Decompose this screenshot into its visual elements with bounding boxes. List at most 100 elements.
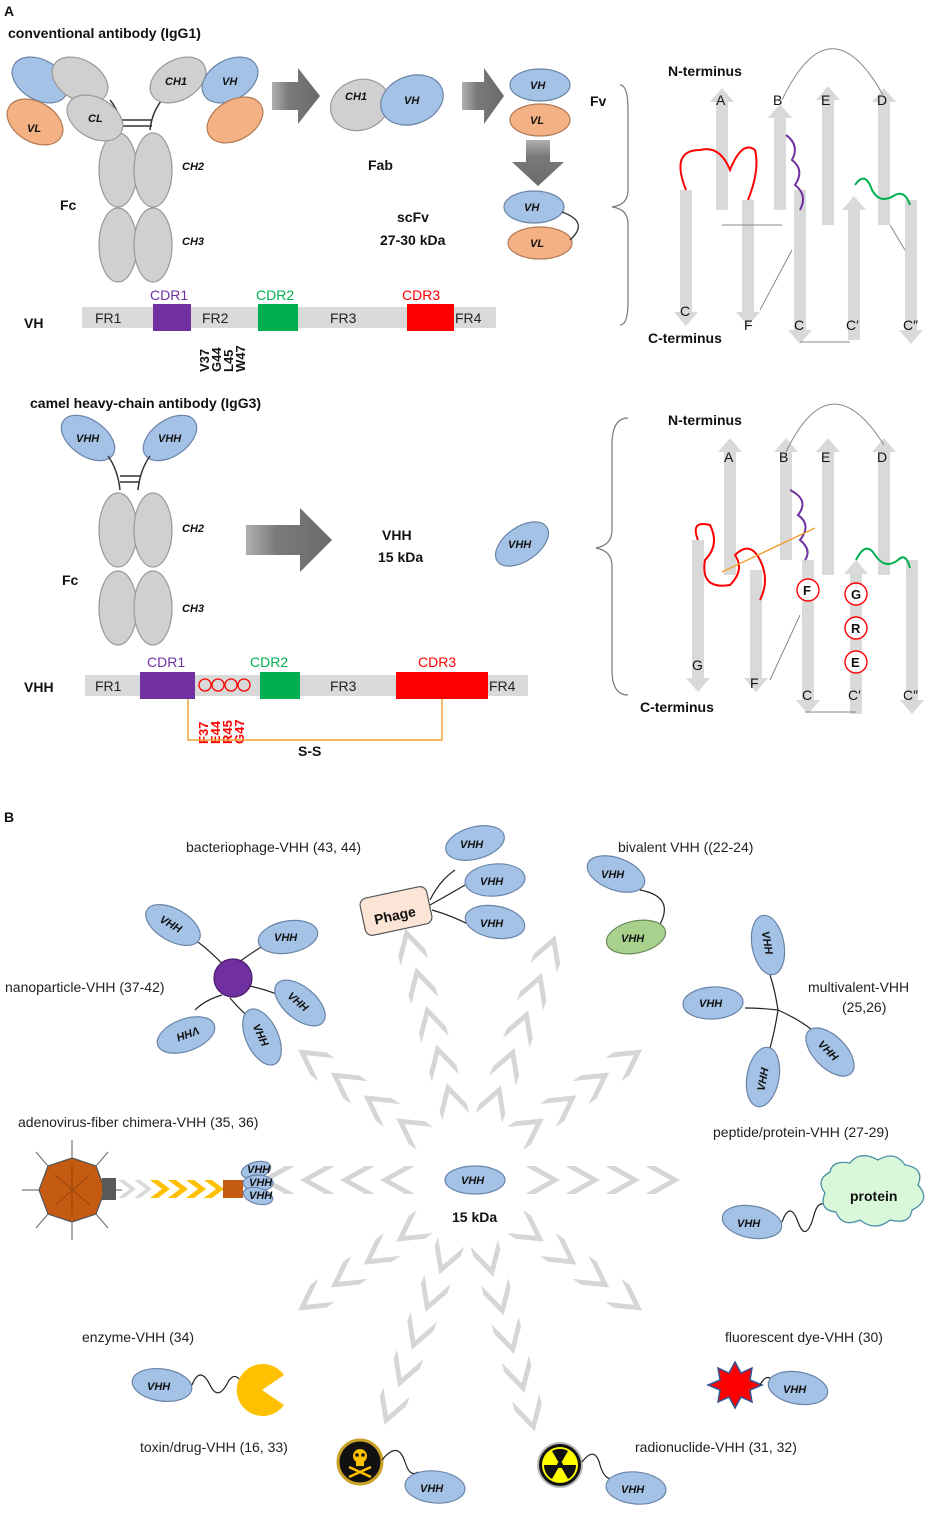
- topo-bottom-strand-a: A: [724, 449, 734, 465]
- ch3-label: CH3: [182, 236, 204, 248]
- arrow-fv-to-scfv: [512, 140, 564, 186]
- panel-a-letter: A: [4, 3, 14, 19]
- topo-bottom-cterm: C-terminus: [640, 699, 714, 715]
- adenovirus-label: adenovirus-fiber chimera-VHH (35, 36): [18, 1114, 258, 1130]
- topo-top-strand-c2: C: [794, 317, 804, 333]
- vhh-size-label: 15 kDa: [378, 549, 423, 565]
- fluorescent-label: fluorescent dye-VHH (30): [725, 1329, 883, 1345]
- peptide-label: peptide/protein-VHH (27-29): [713, 1124, 889, 1140]
- camel-ch2-label: CH2: [182, 523, 204, 535]
- camel-antibody-title: camel heavy-chain antibody (IgG3): [30, 395, 261, 411]
- conventional-antibody-title: conventional antibody (IgG1): [8, 25, 201, 41]
- vhh-cdr1: CDR1: [147, 654, 185, 670]
- multi-vhh-1: VHH: [759, 930, 775, 956]
- adenovirus-vhh: adenovirus-fiber chimera-VHH (35, 36) VH…: [18, 1114, 274, 1240]
- toxin-label: toxin/drug-VHH (16, 33): [140, 1439, 288, 1455]
- center-size-label: 15 kDa: [452, 1209, 497, 1225]
- topo-top-cterm: C-terminus: [648, 330, 722, 346]
- radiation-icon: [543, 1448, 577, 1479]
- vhh-cdr2: CDR2: [250, 654, 288, 670]
- marked-residue-r: R: [851, 621, 861, 636]
- ch2-label: CH2: [182, 161, 204, 173]
- vhh-residue-2: E44: [208, 720, 223, 744]
- enzyme-label: enzyme-VHH (34): [82, 1329, 194, 1345]
- multivalent-label-2: (25,26): [842, 999, 886, 1015]
- phage-vhh-2: VHH: [480, 876, 504, 888]
- enzyme-vhh: VHH: [147, 1381, 171, 1393]
- adeno-vhh-3: VHH: [249, 1190, 273, 1202]
- scfv-label: scFv: [397, 209, 429, 225]
- vh-fr1: FR1: [95, 310, 122, 326]
- radionuclide-vhh: VHH: [621, 1484, 645, 1496]
- topo-top-strand-c-dprime: C″: [903, 317, 918, 333]
- fv-label: Fv: [590, 93, 607, 109]
- disulfide-label: S-S: [298, 743, 321, 759]
- vh-cdr2: CDR2: [256, 287, 294, 303]
- skull-icon: [348, 1449, 372, 1479]
- topo-bottom-strand-d: D: [877, 449, 887, 465]
- vh-cdr3: CDR3: [402, 287, 440, 303]
- camel-vhh-left-label: VHH: [76, 433, 100, 445]
- fab-ch1-label: CH1: [345, 91, 367, 103]
- vhh-cdr3: CDR3: [418, 654, 456, 670]
- multi-vhh-2: VHH: [699, 998, 723, 1010]
- toxin-vhh: VHH: [420, 1483, 444, 1495]
- adeno-vhh-2: VHH: [249, 1177, 273, 1189]
- toxin-drug-vhh: toxin/drug-VHH (16, 33) VHH: [140, 1438, 466, 1504]
- arrow-fab-to-fv: [462, 68, 504, 124]
- enzyme-vhh: enzyme-VHH (34) VHH: [82, 1329, 284, 1416]
- vh-residue-4: W47: [233, 345, 248, 372]
- topo-bottom-nterm: N-terminus: [668, 412, 742, 428]
- multivalent-vhh: multivalent-VHH (25,26) VHH VHH VHH VHH: [682, 914, 909, 1108]
- fluorescent-vhh: VHH: [783, 1384, 807, 1396]
- multi-vhh-4: VHH: [756, 1066, 772, 1092]
- topo-top-strand-b: B: [773, 92, 782, 108]
- vh-sequence-bar: VH FR1 CDR1 FR2 CDR2 FR3 CDR3 FR4 V37 G4…: [24, 287, 496, 372]
- topo-bottom-strand-f: F: [750, 675, 759, 691]
- fab-vh-label: VH: [404, 95, 420, 107]
- scfv-fragment: VH VL scFv 27-30 kDa: [380, 190, 579, 260]
- vhh-fr3: FR3: [330, 678, 357, 694]
- topology-diagram-bottom: N-terminus C-terminus A B E D G F C C′: [595, 403, 924, 715]
- bivalent-vhh-2: VHH: [621, 933, 645, 945]
- bivalent-label: bivalent VHH ((22-24): [618, 839, 753, 855]
- chevron-rays: [260, 928, 680, 1432]
- topo-bottom-strand-c-dprime: C″: [903, 687, 918, 703]
- nanoparticle-label: nanoparticle-VHH (37-42): [5, 979, 165, 995]
- bacteriophage-vhh: bacteriophage-VHH (43, 44) Phage VHH VHH…: [186, 825, 526, 940]
- vh-bar-name: VH: [24, 315, 43, 331]
- arrow-igg-to-fab: [272, 68, 320, 124]
- scfv-size-label: 27-30 kDa: [380, 232, 446, 248]
- vhh-residue-4: G47: [232, 719, 247, 744]
- vhh-fr4: FR4: [489, 678, 516, 694]
- phage-vhh-1: VHH: [460, 839, 484, 851]
- center-vhh-label: VHH: [461, 1175, 485, 1187]
- vhh-bar-name: VHH: [24, 679, 54, 695]
- cl-label: CL: [88, 113, 103, 125]
- radionuclide-label: radionuclide-VHH (31, 32): [635, 1439, 797, 1455]
- camel-vhh-right-label: VHH: [158, 433, 182, 445]
- vhh-fragment: VHH 15 kDa VHH: [378, 521, 550, 567]
- marked-residue-e: E: [851, 655, 860, 670]
- center-vhh: VHH 15 kDa: [444, 1165, 506, 1225]
- camel-fc-label: Fc: [62, 572, 79, 588]
- topo-bottom-strand-c: C: [802, 687, 812, 703]
- peptide-protein-vhh: peptide/protein-VHH (27-29) VHH protein: [713, 1124, 925, 1240]
- topo-top-strand-c-prime: C′: [846, 317, 859, 333]
- topology-diagram-top: N-terminus C-terminus A B E D C F C C′: [611, 48, 923, 346]
- vh-fr2: FR2: [202, 310, 229, 326]
- fc-label: Fc: [60, 197, 77, 213]
- multivalent-label-1: multivalent-VHH: [808, 979, 909, 995]
- camel-ch3-label: CH3: [182, 603, 204, 615]
- topo-top-strand-a: A: [716, 92, 726, 108]
- igg1-antibody: VL CL CH1 VH CH2 CH3 Fc: [6, 56, 264, 283]
- bivalent-vhh-1: VHH: [601, 869, 625, 881]
- vh-residue-3: L45: [221, 350, 236, 372]
- vhh-residue-3: R45: [220, 720, 235, 744]
- topo-bottom-strand-b: B: [779, 449, 788, 465]
- fv-fragment: VH VL Fv: [509, 68, 607, 137]
- topo-top-strand-e: E: [821, 92, 830, 108]
- ch1-label: CH1: [165, 76, 187, 88]
- vh-residue-2: G44: [209, 347, 224, 372]
